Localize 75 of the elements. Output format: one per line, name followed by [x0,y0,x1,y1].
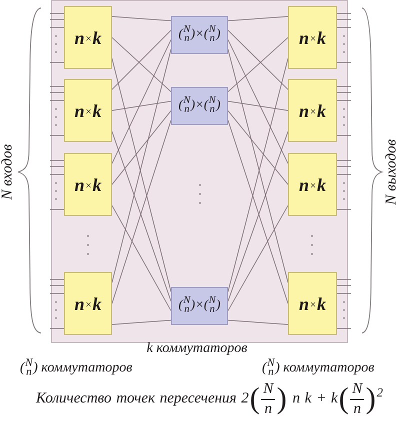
connector-line [228,30,288,90]
port-line [50,293,64,294]
switch-box [64,153,112,216]
switch-label: n×k [298,28,326,46]
port-line [50,160,64,161]
port-line [50,13,64,14]
port-line [336,293,352,294]
connector-line [112,205,172,312]
switch-box [171,287,228,325]
switch-box [64,272,112,335]
connector-line [228,100,288,111]
connector-line [112,110,172,185]
port-line [336,285,352,286]
switch-label: n×k [74,28,102,46]
brace-label: N входов [0,144,16,200]
connector-line [112,30,172,90]
switch-label: ($^{N}$$_{n}$)×($^{N}$$_{n}$) [178,26,220,44]
connector-line [228,110,288,185]
port-line [50,209,64,210]
connector-line [228,37,288,92]
connector-line [228,39,288,164]
switch-box [288,272,337,335]
port-line [50,328,64,329]
count-label: ($^{N}$$_{n}$) коммутаторов [262,359,374,378]
port-line [50,279,64,280]
switch-box [288,79,337,142]
port-line [336,100,352,101]
connector-line [112,320,172,325]
port-line [50,100,64,101]
switch-label: ($^{N}$$_{n}$)×($^{N}$$_{n}$) [178,97,220,115]
connector-line [112,39,172,164]
switch-box [171,16,228,54]
count-label: ($^{N}$$_{n}$) коммутаторов [20,359,132,378]
switch-label: n×k [298,176,326,194]
connector-line [112,16,172,22]
switch-label: n×k [298,294,326,312]
switch-label: n×k [74,176,102,194]
brace-label: N выходов [384,139,400,205]
port-line [50,135,64,136]
port-line [336,166,352,167]
port-line [336,160,352,161]
switch-box [288,6,337,69]
port-line [336,13,352,14]
port-line [50,62,64,63]
port-line [336,328,352,329]
port-line [50,92,64,93]
switch-box [171,87,228,125]
port-line [336,86,352,87]
port-line [336,19,352,20]
port-line [50,174,64,175]
port-line [336,92,352,93]
count-label: k коммутаторов [146,341,248,358]
port-line [50,166,64,167]
port-line [336,174,352,175]
port-line [50,19,64,20]
switch-box [64,6,112,69]
switch-label: n×k [74,294,102,312]
connector-line [228,205,288,312]
port-line [336,27,352,28]
port-line [50,86,64,87]
connector-line [112,37,172,92]
switch-label: n×k [298,102,326,120]
connector-line [228,320,288,325]
port-line [336,279,352,280]
switch-label: ($^{N}$$_{n}$)×($^{N}$$_{n}$) [178,297,220,315]
connector-line [228,16,288,22]
port-line [336,135,352,136]
port-line [50,285,64,286]
switch-box [64,79,112,142]
port-line [50,27,64,28]
connector-line [112,100,172,111]
port-line [336,62,352,63]
switch-box [288,153,337,216]
port-line [336,209,352,210]
switch-label: n×k [74,102,102,120]
